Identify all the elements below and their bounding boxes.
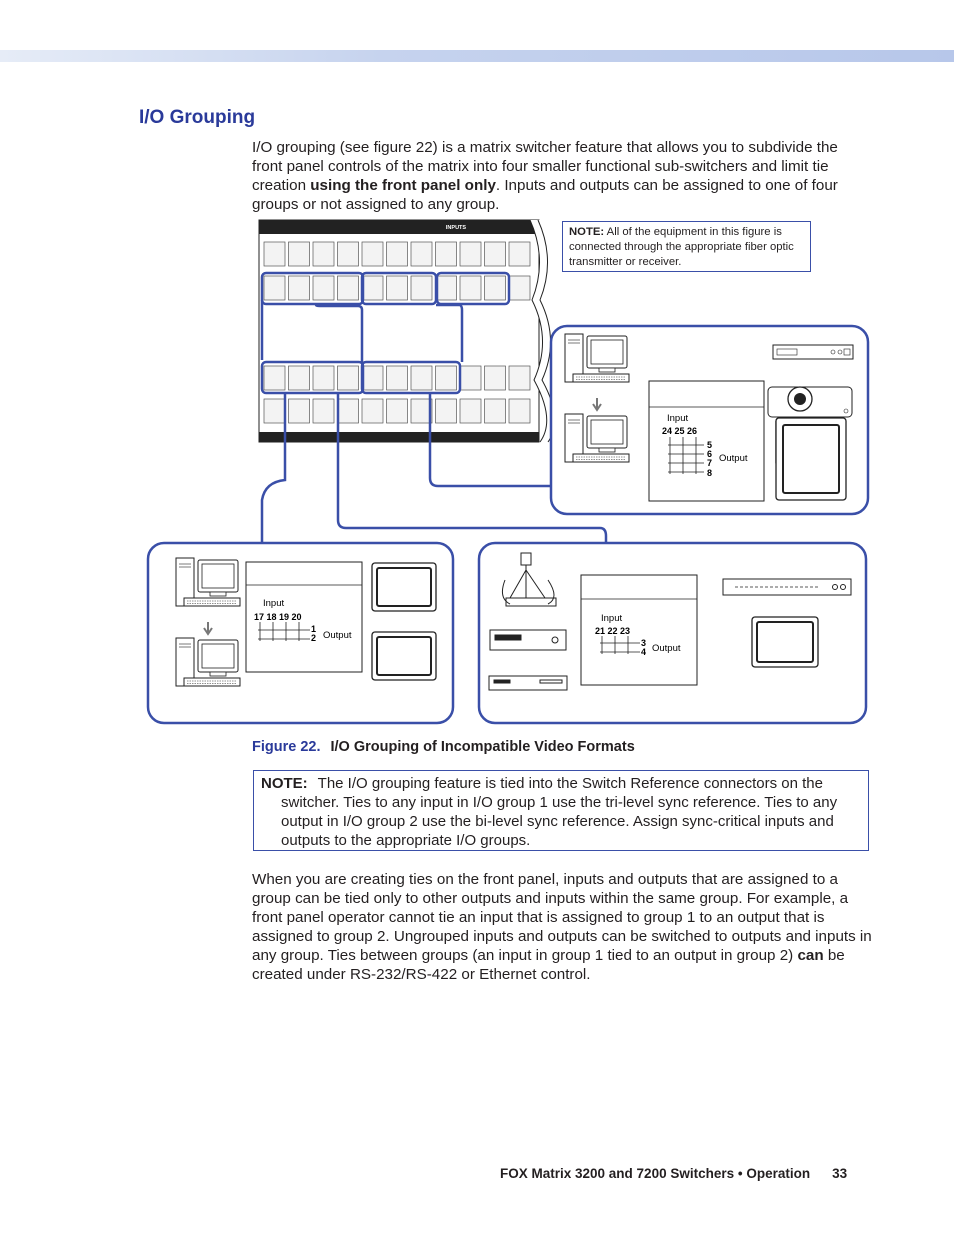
panel-button [288, 398, 310, 424]
panel-button [484, 241, 506, 267]
footer-title: FOX Matrix 3200 and 7200 Switchers • Ope… [500, 1166, 811, 1181]
output-2: 2 [311, 633, 316, 643]
figure-title: I/O Grouping of Incompatible Video Forma… [330, 739, 635, 755]
panel-button [459, 275, 482, 301]
note-label: NOTE: [261, 775, 308, 792]
figure-note: NOTE: All of the equipment in this figur… [562, 221, 811, 272]
panel-button [484, 275, 506, 301]
vcr-icon [489, 629, 567, 651]
input-label-right: Input [667, 413, 688, 424]
output-label-middle: Output [652, 643, 681, 654]
document-camera-icon [501, 552, 557, 607]
inputs-right: 24 25 26 [662, 426, 697, 436]
panel-button [435, 241, 457, 267]
section-heading: I/O Grouping [139, 107, 256, 128]
header-bar [0, 50, 954, 62]
note-box: NOTE:The I/O grouping feature is tied in… [253, 770, 869, 851]
panel-button [508, 398, 531, 424]
panel-button [386, 241, 408, 267]
panel-button [508, 241, 531, 267]
panel-button [459, 241, 482, 267]
grouping-paragraph: When you are creating ties on the front … [252, 870, 872, 984]
output-6: 6 [707, 449, 712, 459]
group-outlines [260, 271, 608, 544]
panel-button [484, 365, 506, 391]
inputs-middle: 21 22 23 [595, 626, 630, 636]
panel-button [508, 365, 531, 391]
matrix-front-panel: INPUTS [258, 219, 560, 443]
intro-text: I/O grouping (see figure 22) is a matrix… [252, 139, 838, 194]
panel-button [263, 365, 286, 391]
panel-button [386, 365, 408, 391]
figure-note-text: All of the equipment in this figure is c… [569, 226, 794, 268]
output-4: 4 [641, 647, 646, 657]
panel-button [508, 275, 531, 301]
projector-icon [767, 386, 853, 418]
panel-button [361, 398, 384, 424]
panel-button [288, 241, 310, 267]
panel-button [337, 398, 359, 424]
grouping-text: When you are creating ties on the front … [252, 871, 872, 964]
panel-button [263, 275, 286, 301]
input-label-middle: Input [601, 613, 622, 624]
output-5: 5 [707, 440, 712, 450]
panel-button [361, 275, 384, 301]
figure-note-label: NOTE: [569, 226, 605, 238]
io-grouping-figure: INPUTS Input 24 25 26 5 6 7 8 Output [146, 219, 870, 725]
intro-paragraph: I/O grouping (see figure 22) is a matrix… [252, 138, 872, 214]
panel-button [288, 275, 310, 301]
panel-button [263, 241, 286, 267]
figure-number: Figure 22. [252, 739, 321, 755]
output-1: 1 [311, 624, 316, 634]
note-text: The I/O grouping feature is tied into th… [281, 775, 838, 849]
intro-text-end: . Inputs and outputs can be assigned to … [252, 177, 838, 213]
panel-button [361, 365, 384, 391]
output-8: 8 [707, 468, 712, 478]
dvd-player-icon [488, 675, 568, 691]
panel-button [435, 398, 457, 424]
input-label-left: Input [263, 598, 284, 609]
panel-button [386, 275, 408, 301]
switcher-grid-middle [580, 574, 698, 686]
panel-button [312, 398, 335, 424]
page-number: 33 [832, 1166, 848, 1181]
panel-button [459, 365, 482, 391]
figure-caption: Figure 22. I/O Grouping of Incompatible V… [252, 739, 635, 755]
panel-button [410, 398, 433, 424]
panel-button [386, 398, 408, 424]
output-3: 3 [641, 638, 646, 648]
panel-button [312, 275, 335, 301]
panel-button [410, 365, 433, 391]
page-footer: FOX Matrix 3200 and 7200 Switchers • Ope… [500, 1166, 847, 1181]
inputs-panel-label: INPUTS [446, 225, 467, 231]
panel-button [337, 275, 359, 301]
panel-button [484, 398, 506, 424]
panel-button [312, 241, 335, 267]
panel-button [435, 365, 457, 391]
output-label-right: Output [719, 453, 748, 464]
panel-button [361, 241, 384, 267]
panel-button [459, 398, 482, 424]
panel-button [337, 365, 359, 391]
switcher-grid-left [245, 561, 363, 673]
switcher-grid-right [648, 380, 765, 502]
panel-button [337, 241, 359, 267]
panel-button [410, 241, 433, 267]
intro-bold: using the front panel only [310, 177, 496, 194]
grouping-bold: can [797, 947, 824, 964]
panel-button [288, 365, 310, 391]
grouping-text-end: be created under RS-232/RS-422 or Ethern… [252, 947, 845, 983]
panel-button [312, 365, 335, 391]
output-label-left: Output [323, 630, 352, 641]
switcher-rack-icon [722, 578, 852, 596]
panel-button [435, 275, 457, 301]
panel-button [410, 275, 433, 301]
inputs-left: 17 18 19 20 [254, 612, 302, 622]
output-7: 7 [707, 458, 712, 468]
panel-button [263, 398, 286, 424]
